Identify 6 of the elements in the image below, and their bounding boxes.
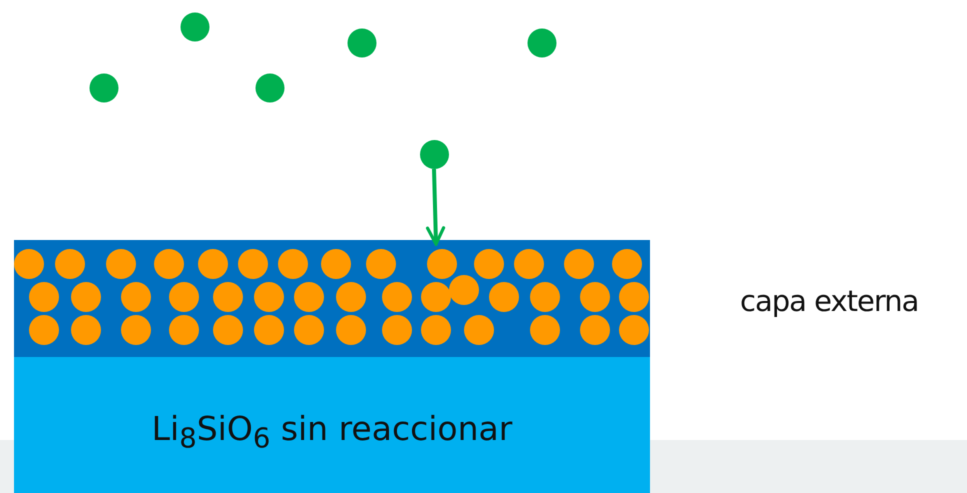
layer-label: Li$_{8}$SiO$_{6}$ sin reaccionar <box>152 408 512 456</box>
outer-layer-band <box>14 240 650 357</box>
particle <box>420 140 449 169</box>
layer-caption: capa externa <box>740 284 918 318</box>
layer-block <box>14 357 650 493</box>
arrow <box>426 168 446 246</box>
